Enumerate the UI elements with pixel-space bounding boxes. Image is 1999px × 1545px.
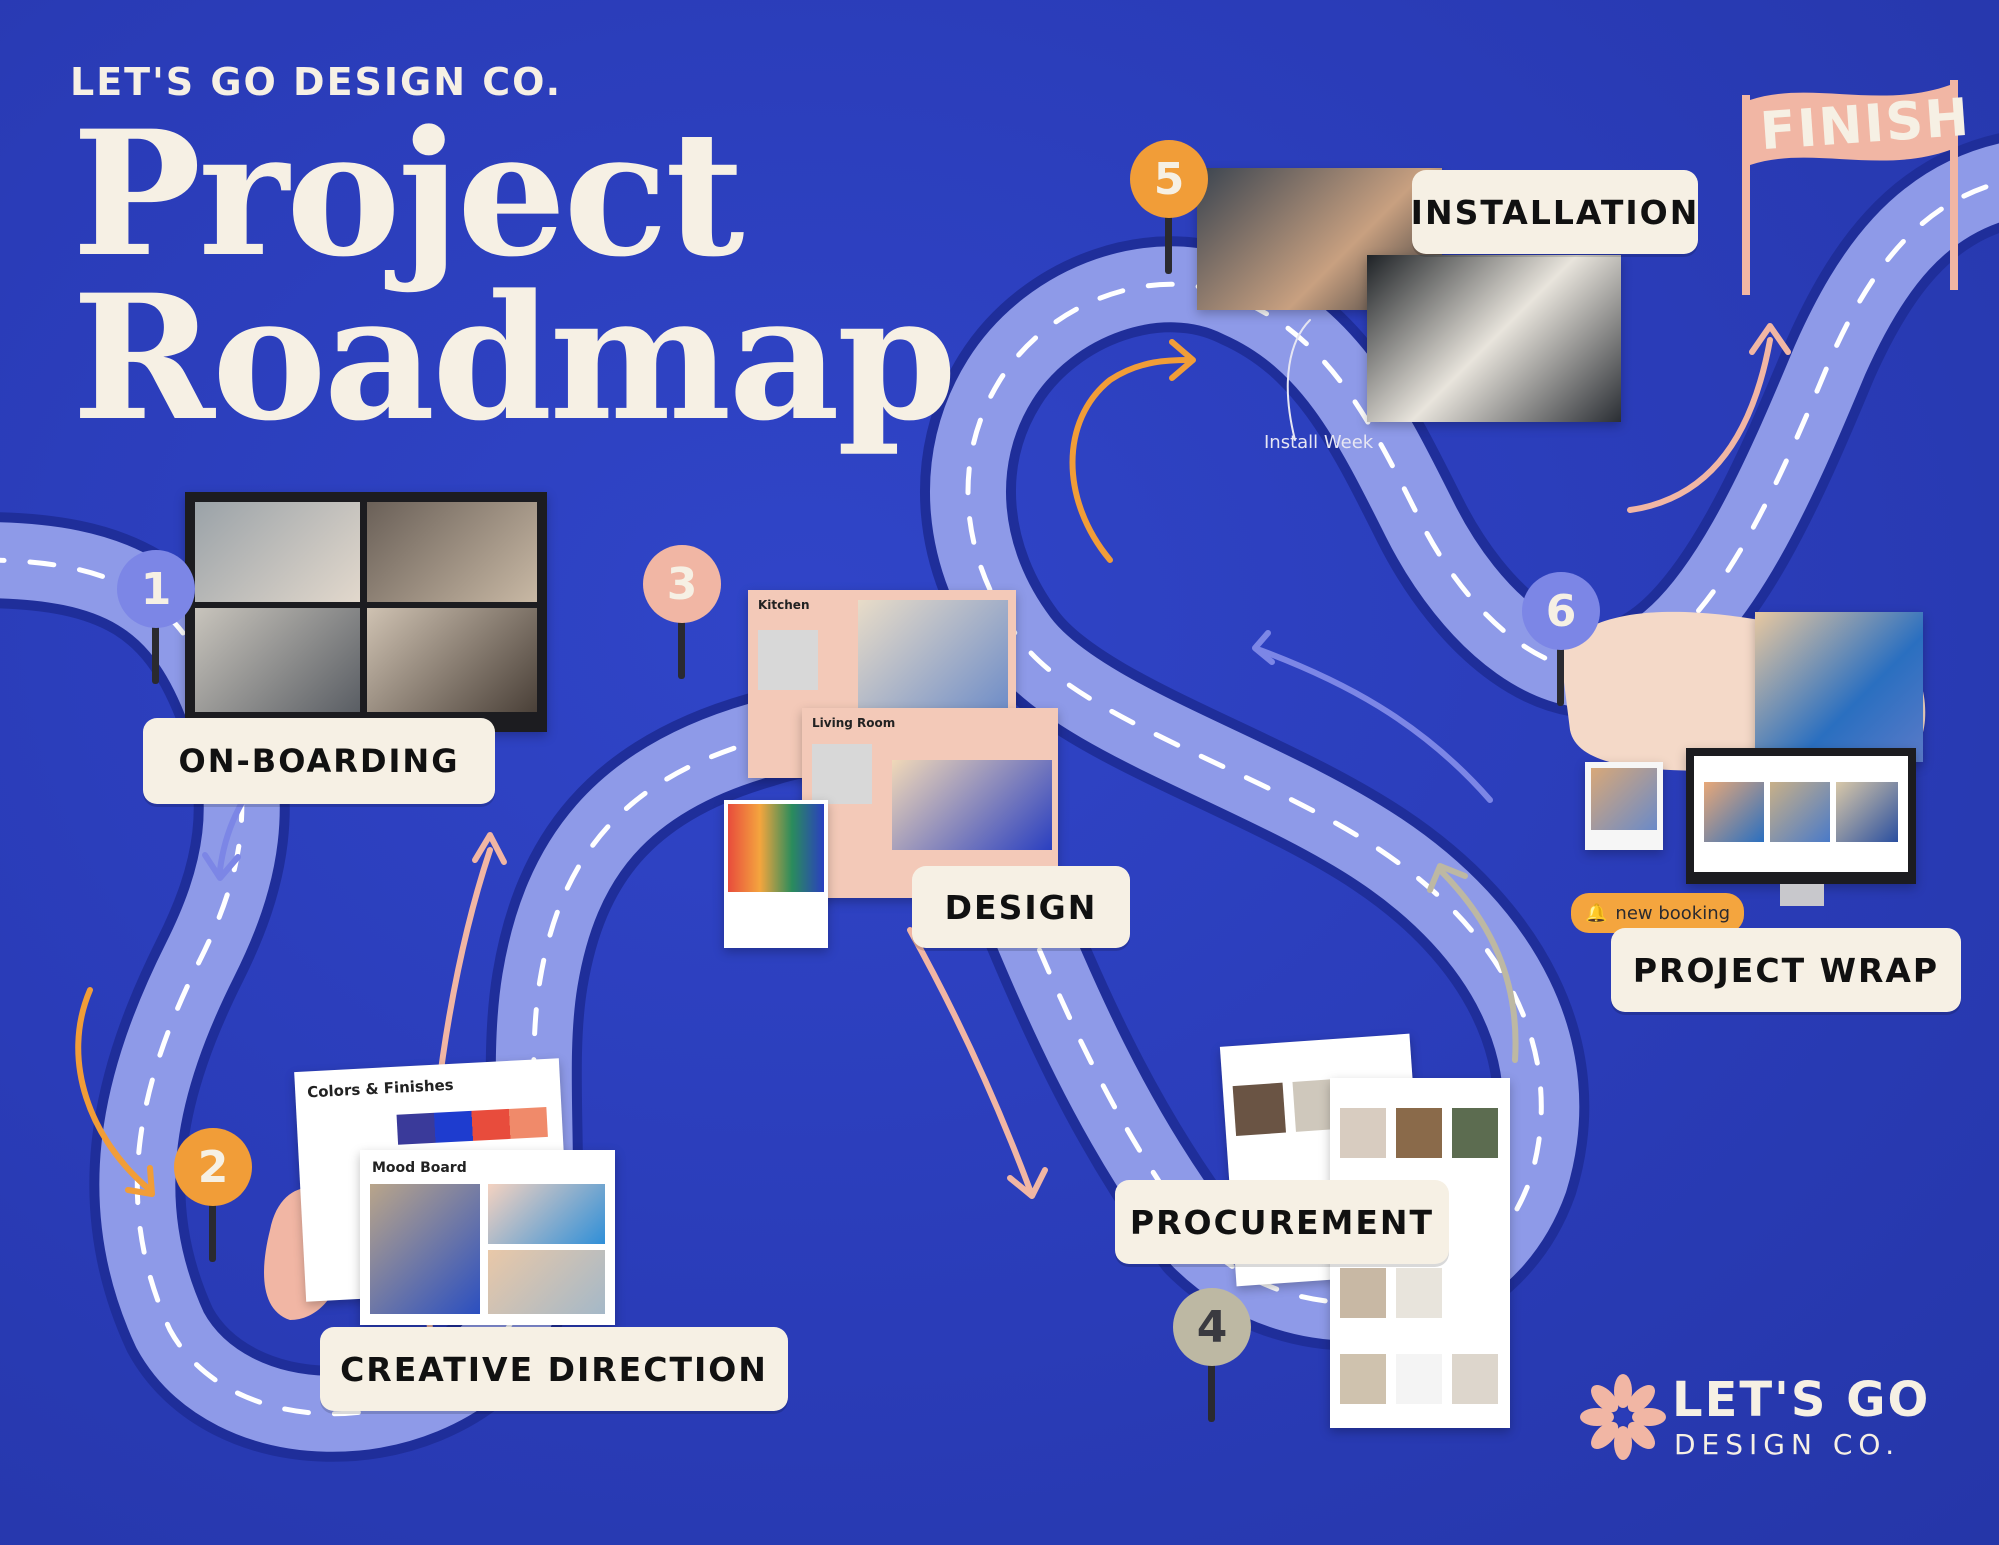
living-room-floorplan <box>812 744 872 804</box>
living-room-board-title: Living Room <box>812 716 896 730</box>
mood-board: Mood Board <box>360 1150 615 1325</box>
bell-icon: 🔔 <box>1585 902 1608 924</box>
video-tile-2 <box>367 502 537 602</box>
mood-image-1 <box>370 1184 480 1314</box>
step-4-label: PROCUREMENT <box>1115 1180 1449 1264</box>
rug-image <box>728 804 824 892</box>
video-tile-1 <box>195 502 360 602</box>
video-tile-3 <box>195 608 360 712</box>
step-2-label: CREATIVE DIRECTION <box>320 1327 788 1411</box>
finish-flag-icon <box>1742 80 1958 295</box>
catalog-item-3 <box>1452 1108 1498 1158</box>
step-4-number: 4 <box>1173 1288 1251 1366</box>
listing-photo-2 <box>1770 782 1830 842</box>
step-1-label: ON-BOARDING <box>143 718 495 804</box>
catalog-item-1 <box>1340 1108 1386 1158</box>
listing-photo-1 <box>1704 782 1764 842</box>
listing-monitor <box>1686 748 1916 884</box>
video-tile-4 <box>367 608 537 712</box>
polaroid-photo <box>1585 762 1663 850</box>
brand-name-top: LET'S GO DESIGN CO. <box>70 60 563 104</box>
catalog-item-7 <box>1396 1354 1442 1404</box>
design-rug-product-card <box>724 800 828 948</box>
step-3-label: DESIGN <box>912 866 1130 948</box>
listing-photo-3 <box>1836 782 1898 842</box>
new-booking-text: new booking <box>1615 902 1731 924</box>
catalog-item-8 <box>1452 1354 1498 1404</box>
installation-photo-2 <box>1367 255 1621 422</box>
living-room-render <box>892 760 1052 850</box>
monitor-stand <box>1780 884 1824 906</box>
logo-line2: DESIGN CO. <box>1674 1428 1901 1461</box>
step-5-label: INSTALLATION <box>1411 170 1698 254</box>
step-6-number: 6 <box>1522 572 1600 650</box>
project-wrap-photo <box>1755 612 1923 762</box>
step-6-label: PROJECT WRAP <box>1611 928 1961 1012</box>
mood-board-title: Mood Board <box>372 1160 467 1176</box>
colors-finishes-title: Colors & Finishes <box>306 1075 455 1102</box>
page-title-line1: Project <box>72 92 745 295</box>
step-2-number: 2 <box>174 1128 252 1206</box>
new-booking-notification: 🔔 new booking <box>1571 893 1745 933</box>
catalog-item-4 <box>1340 1268 1386 1318</box>
mood-image-3 <box>488 1250 605 1314</box>
direction-arrows <box>75 319 1791 1333</box>
page-title-line2: Roadmap <box>72 256 957 459</box>
kitchen-render <box>858 600 1008 720</box>
flower-logo-icon <box>1580 1374 1666 1460</box>
step-5-number: 5 <box>1130 140 1208 218</box>
step-1-number: 1 <box>117 550 195 628</box>
onboarding-video-call <box>185 492 547 732</box>
step-3-number: 3 <box>643 545 721 623</box>
catalog-item-5 <box>1396 1268 1442 1318</box>
winding-road <box>0 133 1999 1462</box>
kitchen-floorplan <box>758 630 818 690</box>
listing-screen <box>1694 756 1908 872</box>
catalog-item-2 <box>1396 1108 1442 1158</box>
mood-image-2 <box>488 1184 605 1244</box>
logo-line1: LET'S GO <box>1672 1372 1931 1428</box>
catalog-item-6 <box>1340 1354 1386 1404</box>
kitchen-board-title: Kitchen <box>758 598 810 612</box>
catalog-item-pillows <box>1232 1082 1286 1137</box>
paint-swatches <box>396 1106 548 1145</box>
polaroid-image <box>1591 768 1657 830</box>
install-week-caption: Install Week <box>1264 432 1374 453</box>
